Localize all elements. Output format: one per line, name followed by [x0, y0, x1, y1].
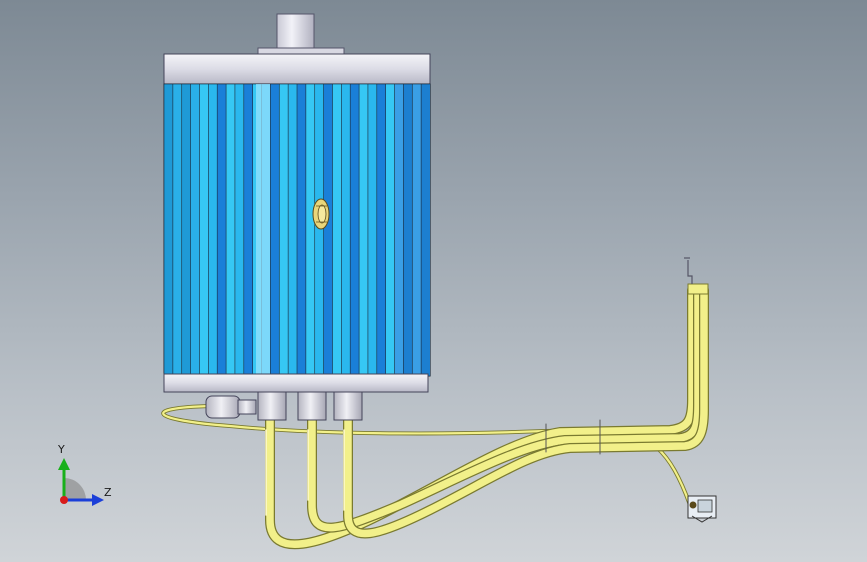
cable-harness	[161, 285, 709, 550]
motor-fin	[323, 83, 334, 377]
motor-fin	[270, 83, 280, 377]
motor-fin	[420, 83, 431, 377]
motor-fin	[358, 83, 369, 377]
motor-fin	[411, 83, 422, 377]
motor-fin	[181, 83, 192, 377]
motor-fin	[314, 83, 325, 377]
x-axis-dot	[60, 496, 68, 504]
z-axis-label: Z	[104, 486, 112, 499]
motor-fin	[199, 83, 209, 377]
cable-bundle-end	[684, 257, 709, 295]
motor-fin	[243, 83, 254, 377]
motor-fin	[341, 83, 351, 377]
motor-bottom-end-cap	[163, 373, 429, 393]
motor-top-end-cap	[163, 53, 431, 85]
motor-fin	[172, 83, 183, 377]
motor-fin	[296, 83, 307, 377]
motor-fin	[376, 83, 387, 377]
motor-fin	[305, 83, 316, 377]
motor-fin-highlight	[256, 84, 270, 376]
motor-fin	[394, 83, 404, 377]
coordinate-triad	[58, 458, 104, 506]
motor-fin	[349, 83, 360, 377]
motor-fin	[216, 83, 227, 377]
y-axis-label: Y	[58, 443, 65, 456]
motor-fin	[403, 83, 413, 377]
motor-fin	[190, 83, 201, 377]
motor-fin	[385, 83, 396, 377]
motor-finned-body	[163, 83, 431, 377]
terminal-bolt	[312, 198, 330, 230]
cable-glands	[205, 391, 363, 421]
ground-terminal-connector	[687, 495, 717, 523]
motor-shaft	[257, 13, 345, 57]
motor-fin	[225, 83, 236, 377]
motor-fin	[278, 83, 289, 377]
motor-fin	[234, 83, 245, 377]
motor-fin	[332, 83, 342, 377]
motor-fin	[287, 83, 298, 377]
motor-fin	[163, 83, 174, 377]
motor-fin	[208, 83, 218, 377]
motor-fin	[367, 83, 378, 377]
